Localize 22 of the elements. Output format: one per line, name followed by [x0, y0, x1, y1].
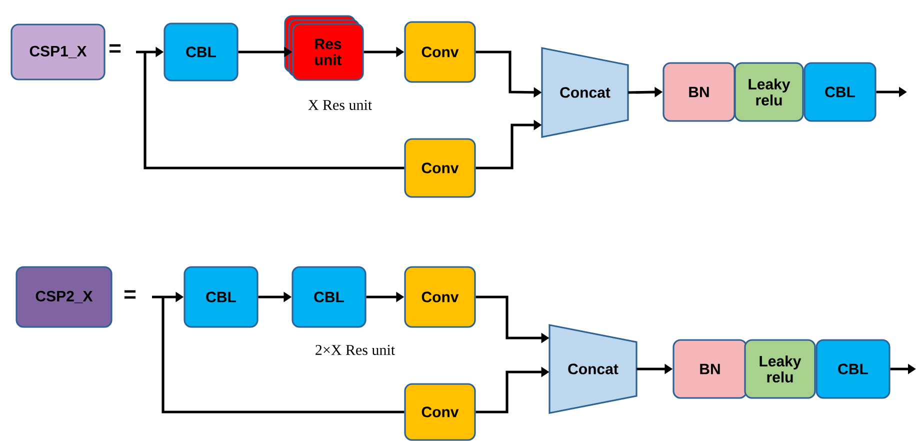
- process-box: Conv: [404, 383, 476, 441]
- process-box: CSP1_X: [10, 24, 106, 80]
- concat-trapezoid: Concat: [541, 47, 629, 138]
- process-box: CBL: [292, 266, 366, 328]
- stacked-box: Res unit: [284, 15, 364, 81]
- caption-text: X Res unit: [308, 100, 372, 110]
- caption-text: 2×X Res unit: [316, 344, 395, 356]
- process-box: CBL: [184, 266, 258, 328]
- process-box: Leaky relu: [744, 339, 816, 399]
- process-box: Conv: [404, 138, 476, 198]
- process-box: CBL: [816, 339, 890, 399]
- process-box: CSP2_X: [16, 266, 112, 328]
- process-box: Leaky relu: [734, 62, 804, 122]
- process-box: Conv: [404, 21, 476, 83]
- concat-trapezoid: Concat: [548, 324, 638, 414]
- equals-sign: =: [124, 290, 136, 299]
- equals-sign: =: [110, 44, 121, 53]
- process-box: BN: [662, 62, 736, 122]
- process-box: Conv: [404, 266, 476, 328]
- process-box: CBL: [164, 22, 238, 82]
- process-box: CBL: [804, 62, 876, 122]
- process-box: BN: [672, 339, 748, 399]
